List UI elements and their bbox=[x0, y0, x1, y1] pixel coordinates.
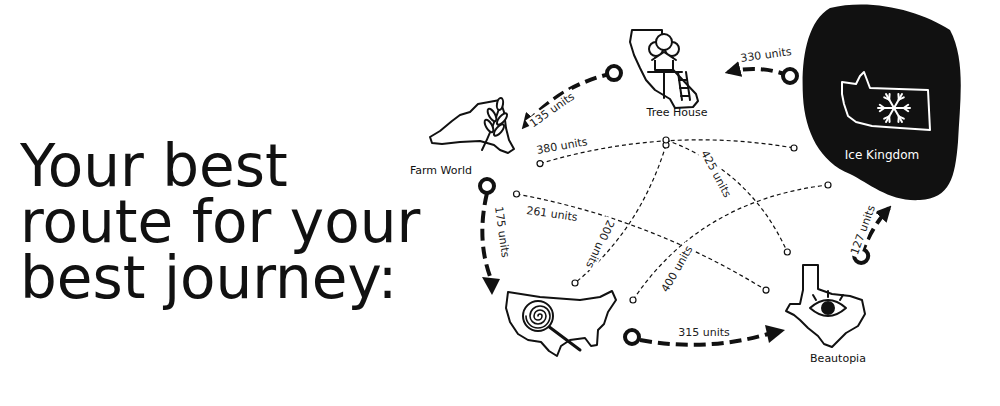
route-line bbox=[517, 194, 767, 290]
node-label: Beautopia bbox=[810, 352, 866, 366]
place-node: Beautopia bbox=[782, 262, 870, 366]
new-york-wheat-icon bbox=[430, 98, 514, 153]
route-start-dot bbox=[663, 137, 669, 143]
route-line bbox=[666, 140, 787, 252]
route-end-dot bbox=[791, 145, 797, 151]
distance-label: 135 units bbox=[526, 89, 579, 132]
free-routes bbox=[480, 142, 831, 345]
place-node: Farm World bbox=[405, 98, 520, 180]
usa-lollipop-icon bbox=[506, 291, 616, 356]
distance-label: 175 units bbox=[492, 204, 513, 261]
distance-label: 400 units bbox=[657, 242, 696, 297]
distance-label: 380 units bbox=[534, 135, 591, 157]
route-start-dot bbox=[537, 161, 543, 167]
route-start-dot bbox=[783, 69, 797, 83]
texas-eye-icon bbox=[786, 265, 865, 347]
distance-label: 315 units bbox=[676, 326, 732, 339]
page-title: Your best route for your best journey: bbox=[20, 138, 440, 306]
route-line bbox=[728, 69, 790, 76]
route-start-dot bbox=[514, 191, 520, 197]
distance-label: 330 units bbox=[738, 45, 795, 66]
route-end-dot bbox=[763, 287, 769, 293]
node-label: Tree House bbox=[647, 106, 708, 120]
route-end-dot bbox=[784, 249, 790, 255]
distance-label: 200 units bbox=[582, 216, 617, 272]
california-tree-icon bbox=[630, 30, 698, 108]
ice-blob-shape bbox=[800, 2, 962, 202]
place-node: Tree House bbox=[622, 28, 722, 126]
route-start-dot bbox=[607, 66, 621, 80]
distance-label: 425 units bbox=[697, 146, 735, 201]
node-label: Farm World bbox=[410, 164, 472, 178]
distance-label: 261 units bbox=[524, 204, 581, 225]
place-node: Ice Kingdom bbox=[800, 2, 962, 202]
distance-label: 127 units bbox=[847, 202, 878, 259]
node-label: Ice Kingdom bbox=[845, 148, 919, 162]
